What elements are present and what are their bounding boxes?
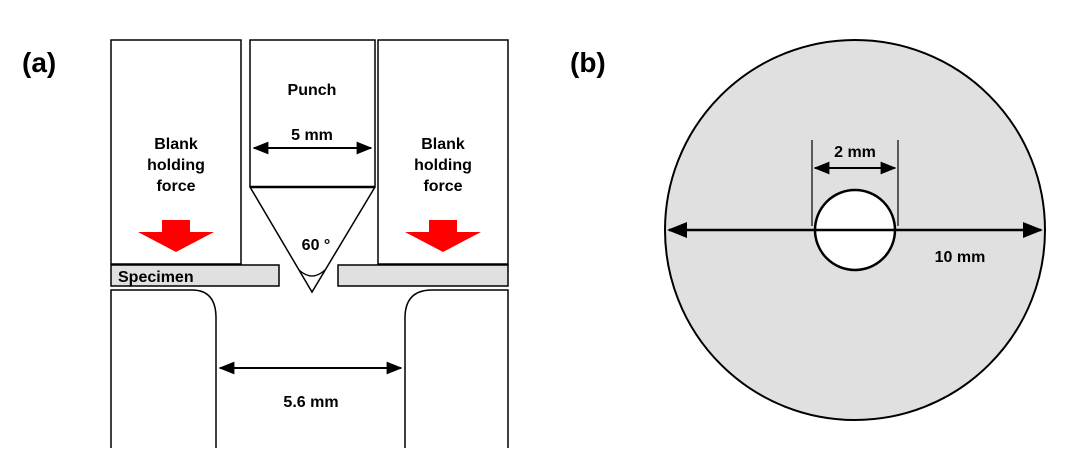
right-force-arrow-icon [405,220,481,252]
die-gap-label: 5.6 mm [283,394,338,411]
right-force-line-1: Blank [421,136,465,153]
specimen-left [110,264,280,287]
hole-diameter-label: 2 mm [834,144,876,161]
punch-width-label: 5 mm [291,127,333,144]
angle-arc [298,269,326,277]
right-die [404,289,509,448]
right-force-line-2: holding [414,157,472,174]
specimen-label: Specimen [118,269,194,286]
punch-body [249,39,376,188]
specimen-right [337,264,509,287]
outer-diameter-label: 10 mm [935,249,986,266]
left-force-line-1: Blank [154,136,198,153]
left-die [110,289,217,448]
left-force-line-2: holding [147,157,205,174]
panel-a: Punch 5 mm 60 ° Blank holding force Blan… [110,39,509,448]
punch-label: Punch [288,82,337,99]
left-force-line-3: force [156,178,195,195]
panel-b: 10 mm 2 mm [664,39,1046,421]
right-force-line-3: force [423,178,462,195]
left-force-arrow-icon [138,220,214,252]
punch-tip [249,186,376,294]
panel-b-label: (b) [570,47,606,78]
panel-a-label: (a) [22,47,56,78]
angle-label: 60 ° [302,237,331,254]
